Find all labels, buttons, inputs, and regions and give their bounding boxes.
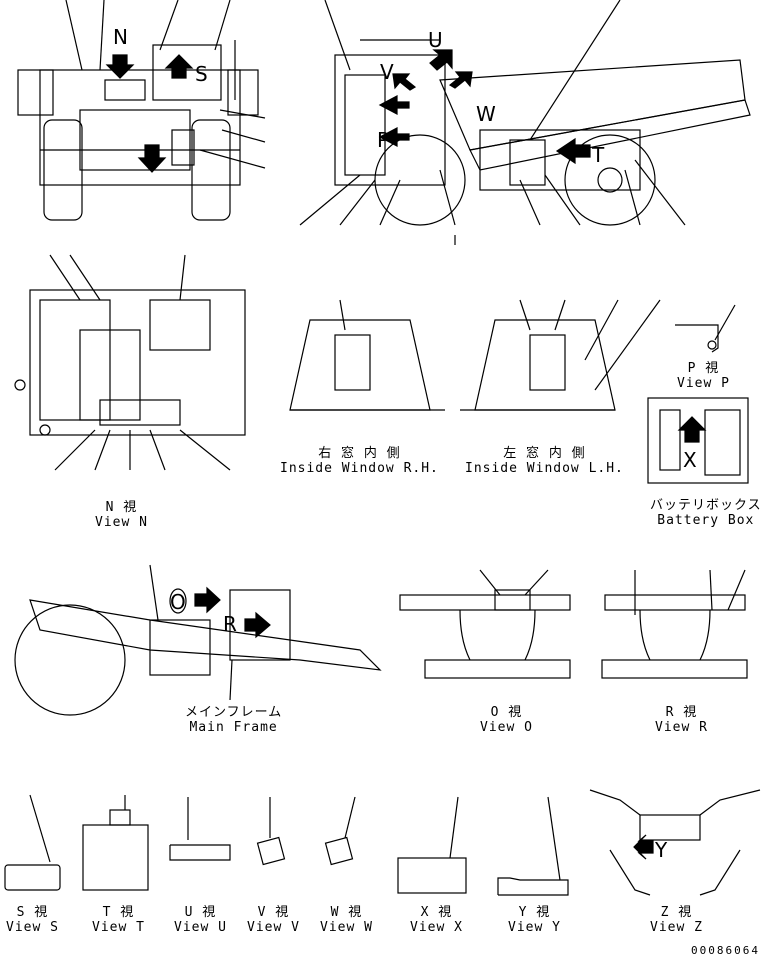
arrow-w2	[378, 95, 410, 115]
view-v-detail	[256, 797, 286, 866]
view-x-detail	[397, 796, 467, 894]
callout-u: U	[428, 28, 443, 52]
truck-front-view	[17, 0, 266, 221]
arrow-t	[555, 137, 591, 165]
arrow-down	[137, 144, 167, 173]
arrow-v1	[429, 49, 453, 71]
callout-y: Y	[655, 838, 668, 862]
view-u-detail	[169, 797, 231, 861]
callout-p: P	[377, 128, 390, 152]
battery-box	[647, 397, 749, 484]
callout-s: S	[195, 62, 208, 86]
arrow-w1	[392, 73, 417, 91]
cab-right-window	[289, 299, 445, 411]
callout-v: V	[380, 60, 394, 84]
view-o-frame	[399, 569, 571, 679]
callout-o: O	[170, 590, 186, 614]
top-view-n	[14, 254, 246, 471]
callout-w: W	[476, 102, 496, 126]
callout-t: T	[592, 143, 605, 167]
callout-r: R	[223, 612, 237, 636]
view-s-detail	[4, 794, 61, 891]
view-t-detail	[82, 795, 149, 891]
arrow-v2	[448, 71, 473, 89]
view-p-detail	[675, 304, 736, 353]
drawing-code: 00086064	[691, 944, 760, 957]
callout-x: X	[683, 448, 697, 472]
main-frame-view	[14, 564, 382, 716]
callout-n: N	[113, 25, 128, 49]
arrow-n	[105, 54, 135, 79]
arrow-p	[378, 127, 410, 147]
truck-side-view	[299, 0, 751, 226]
view-w-detail	[324, 796, 356, 866]
cab-left-window	[460, 299, 661, 411]
view-y-detail	[497, 796, 569, 896]
view-r-frame	[601, 569, 748, 679]
view-z-detail	[589, 789, 761, 896]
arrow-s	[164, 54, 194, 79]
